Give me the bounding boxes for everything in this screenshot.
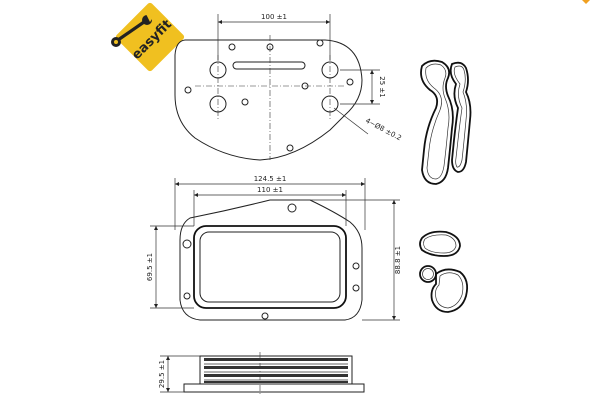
dim-holes: 4−Ø8 ±0.2 <box>364 117 403 143</box>
gasket-oval <box>419 230 461 257</box>
dim-front-outer: 124.5 ±1 <box>254 175 287 183</box>
wrench-icon <box>111 14 154 47</box>
front-view-outline <box>179 199 363 321</box>
dim-top-width: 100 ±1 <box>261 13 287 21</box>
easyfit-logo: easyfit <box>111 2 185 72</box>
dim-top-height: 25 ±1 <box>378 76 386 97</box>
corner-mark <box>582 0 590 4</box>
core-inner <box>199 231 341 303</box>
core-outer <box>193 225 347 309</box>
top-view: 100 ±1 25 ±1 4−Ø8 ±0.2 <box>174 13 403 161</box>
gasket-long <box>420 59 472 185</box>
side-view: 29.5 ±1 <box>158 352 365 396</box>
dim-front-height-left: 69.5 ±1 <box>146 253 154 281</box>
gasket-round <box>419 265 469 313</box>
dim-front-height-right: 88.8 ±1 <box>394 246 402 274</box>
top-view-outline <box>174 39 363 161</box>
dim-side-thickness: 29.5 ±1 <box>158 360 166 388</box>
dim-front-inner: 110 ±1 <box>257 186 283 194</box>
slot <box>232 61 306 70</box>
front-view: 124.5 ±1 110 ±1 69.5 ±1 88.8 ±1 <box>146 175 402 321</box>
